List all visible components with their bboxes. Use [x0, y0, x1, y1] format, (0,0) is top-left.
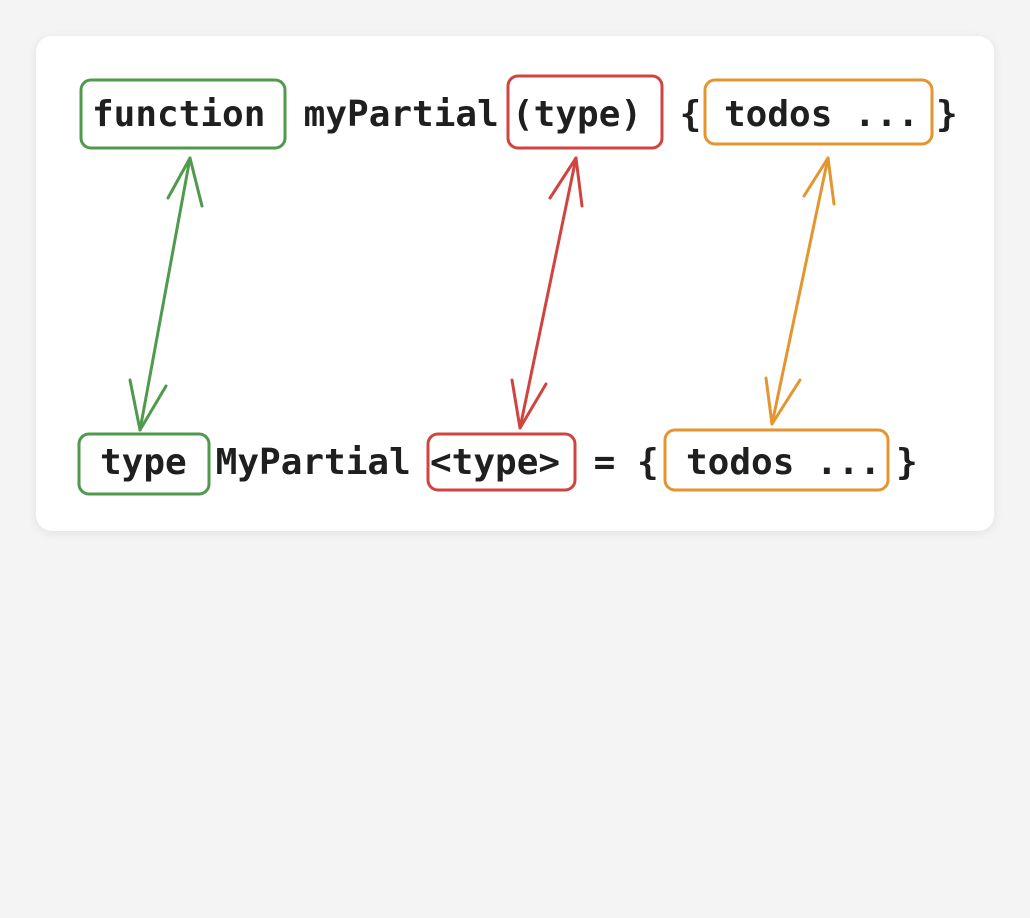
token-type-param: <type> — [430, 442, 561, 483]
token-open-brace: { — [658, 94, 702, 135]
token-type-body: todos ... — [686, 442, 882, 483]
token-close-brace-bottom: } — [896, 442, 918, 483]
token-function-param: (type) — [512, 94, 643, 135]
token-equals-brace: = { — [572, 442, 659, 483]
token-close-brace: } — [936, 94, 958, 135]
token-function-name: myPartial — [282, 94, 499, 135]
token-function-keyword: function — [92, 94, 266, 135]
code-line-type: type MyPartial <type> = { todos ... } — [0, 428, 918, 498]
token-type-keyword: type — [100, 442, 187, 483]
token-type-name: MyPartial — [194, 442, 411, 483]
code-line-function: function myPartial (type) { todos ... } — [0, 80, 958, 150]
token-function-body: todos ... — [724, 94, 920, 135]
